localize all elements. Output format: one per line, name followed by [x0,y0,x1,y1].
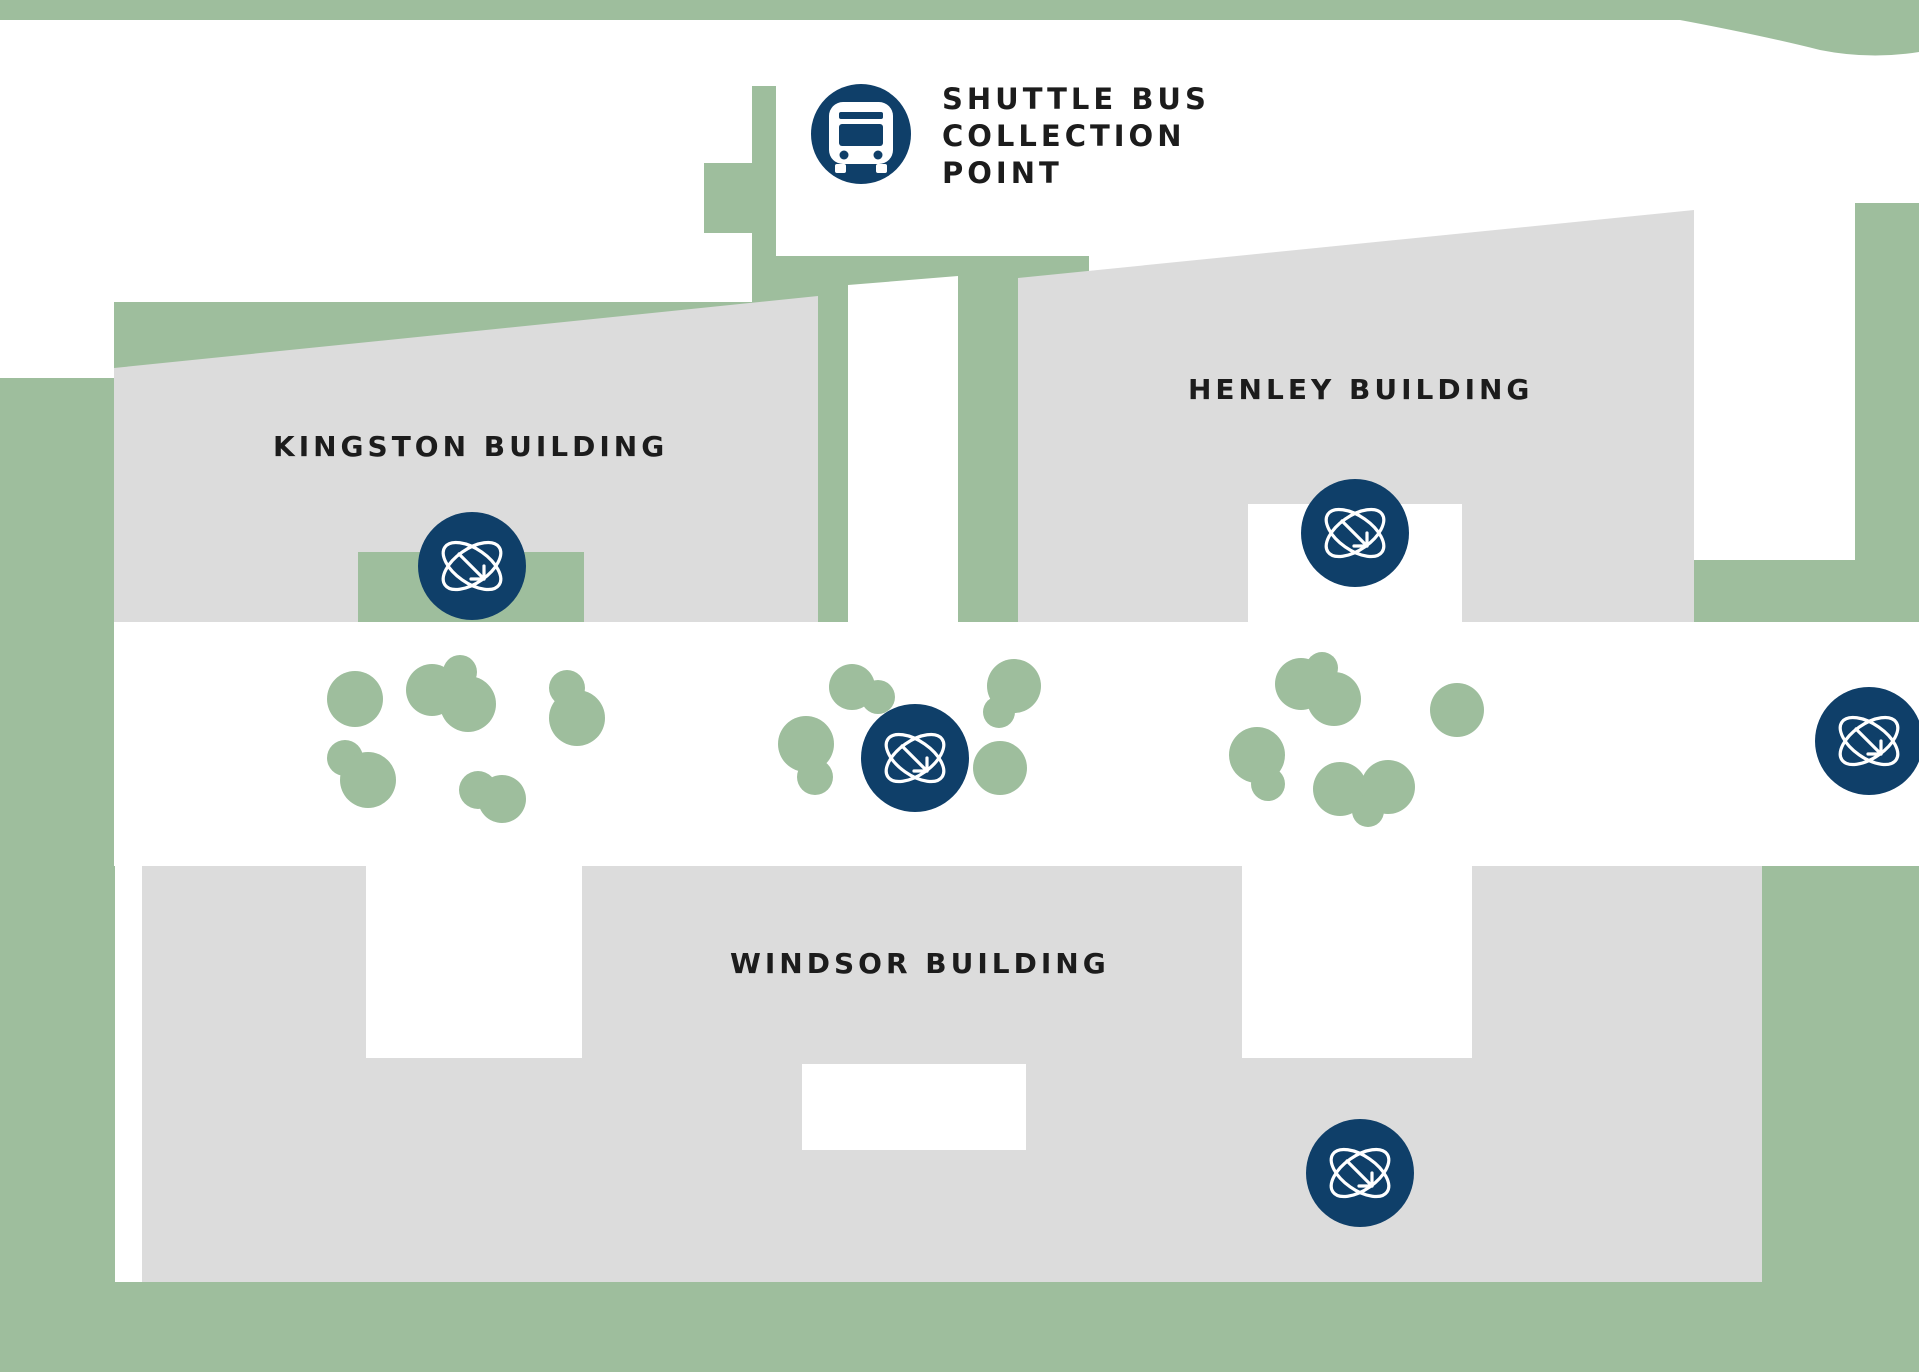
bottom-green-strip [0,1282,1919,1372]
tree [861,680,895,714]
bus-icon [829,102,893,173]
tree [983,696,1015,728]
tree [1430,683,1484,737]
windsor-courtyard [802,1064,1026,1150]
orbit-marker-walkway-center[interactable] [859,702,971,814]
orbit-arrow-icon [859,702,971,814]
shuttle-notch [704,163,776,233]
orbit-marker-henley[interactable] [1299,477,1411,589]
windsor-building-label: WINDSOR BUILDING [730,947,1110,980]
tree [1313,762,1367,816]
main-walkway [114,622,1919,866]
left-green-strip [0,378,115,1372]
orbit-arrow-icon [416,510,528,622]
tree [478,775,526,823]
orbit-marker-walkway-east[interactable] [1813,685,1919,797]
henley-building-label: HENLEY BUILDING [1188,373,1533,406]
tree [1352,795,1384,827]
kingston-building-label: KINGSTON BUILDING [273,430,668,463]
orbit-arrow-icon [1299,477,1411,589]
shuttle-label-line2: COLLECTION [942,119,1185,153]
kingston-building [114,296,818,622]
orbit-marker-kingston[interactable] [416,510,528,622]
right-lower-green [1760,866,1919,1286]
tree [778,716,834,772]
orbit-arrow-icon [1304,1117,1416,1229]
tree [440,676,496,732]
orbit-arrow-icon [1813,685,1919,797]
tree [797,759,833,795]
trees [327,652,1484,827]
right-edge-green [1855,203,1919,623]
shuttle-label-line1: SHUTTLE BUS [942,82,1210,116]
tree [340,752,396,808]
tree [443,655,477,689]
top-green-strip [0,0,1919,56]
tree [973,741,1027,795]
tree [1251,767,1285,801]
orbit-marker-windsor[interactable] [1304,1117,1416,1229]
tree [1307,672,1361,726]
shuttle-label-line3: POINT [942,156,1063,190]
tree [549,690,605,746]
tree [327,671,383,727]
henley-building [1018,210,1694,622]
shuttle-bus-marker[interactable] [811,84,911,184]
north-lane [848,276,958,622]
